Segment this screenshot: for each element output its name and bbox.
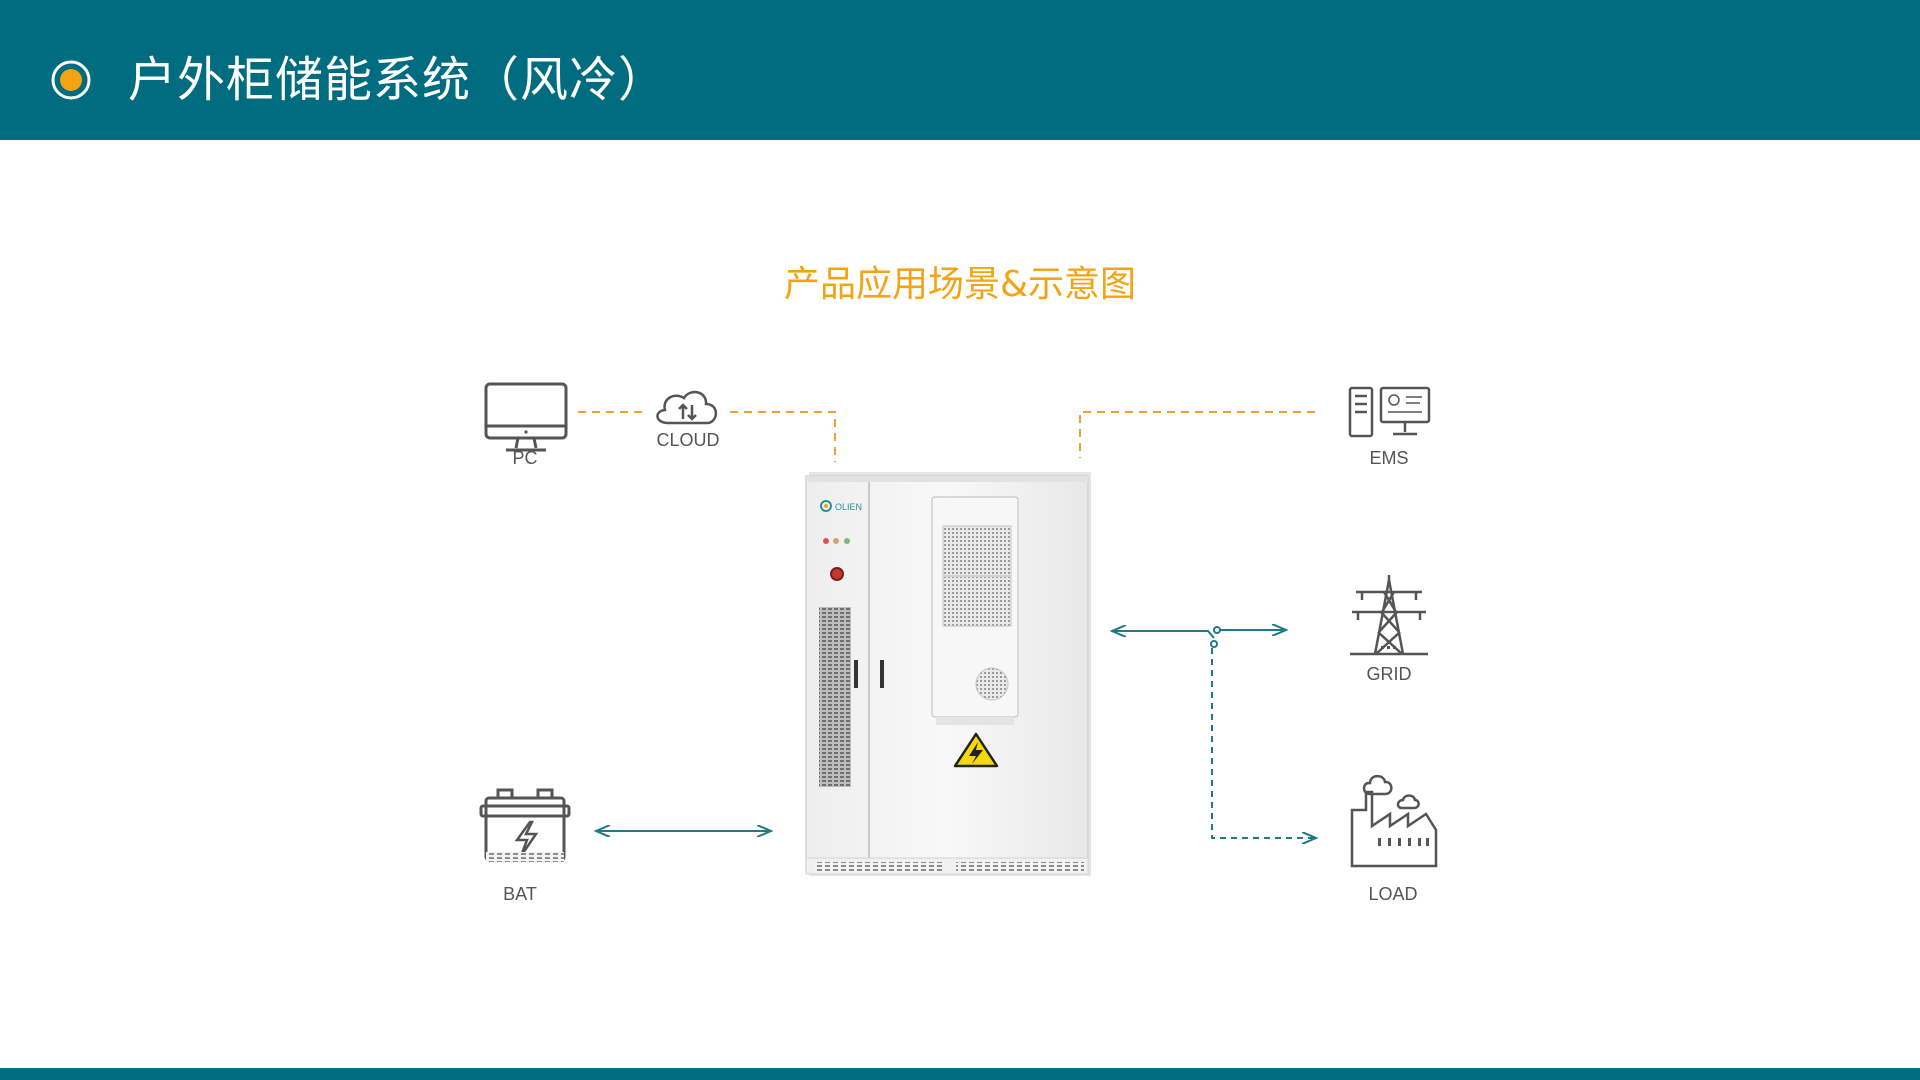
load-node: LOAD xyxy=(1350,774,1438,904)
header-bar: 户外柜储能系统（风冷） xyxy=(0,0,1920,140)
monitor-icon xyxy=(484,382,568,452)
door-handle-right[interactable] xyxy=(880,660,884,688)
high-voltage-warning-icon xyxy=(953,732,999,768)
switch-load-line xyxy=(1211,648,1316,838)
factory-windows xyxy=(1378,838,1429,846)
bullet-icon xyxy=(51,60,91,100)
battery-icon xyxy=(479,788,571,862)
door-grille xyxy=(819,607,851,787)
grid-node: GRID xyxy=(1350,575,1428,684)
communication-lines xyxy=(578,411,1315,462)
emergency-stop-button[interactable] xyxy=(830,567,844,581)
energy-storage-cabinet: OLIEN xyxy=(805,472,1091,876)
cabinet-brand: OLIEN xyxy=(835,502,862,512)
indicator-green xyxy=(844,538,850,544)
pc-label: PC xyxy=(512,448,537,468)
diagram-subtitle: 产品应用场景&示意图 xyxy=(783,264,1137,305)
base-vent-right xyxy=(956,862,1084,872)
cabinet-logo: OLIEN xyxy=(820,500,862,512)
ems-workstation-icon xyxy=(1348,386,1431,438)
pc-node: PC xyxy=(484,382,568,468)
ems-node: EMS xyxy=(1348,386,1431,468)
indicator-orange xyxy=(833,538,839,544)
door-handle-left[interactable] xyxy=(854,660,858,688)
battery-base-vent xyxy=(486,852,564,862)
base-vent-left xyxy=(814,862,942,872)
cloud-sync-icon xyxy=(656,390,718,425)
cabinet-switch-line xyxy=(1112,631,1215,639)
indicator-lights xyxy=(823,538,850,544)
bat-node: BAT xyxy=(479,788,571,904)
switch-contact-bottom xyxy=(1210,640,1218,648)
power-lines xyxy=(596,627,1316,838)
ems-label: EMS xyxy=(1369,448,1408,468)
page-title: 户外柜储能系统（风冷） xyxy=(128,52,668,108)
cloud-cabinet-line xyxy=(730,411,836,462)
bat-label: BAT xyxy=(503,884,537,904)
ac-fan-vent xyxy=(975,667,1009,701)
footer-bar xyxy=(0,1068,1920,1080)
power-tower-icon xyxy=(1350,575,1428,656)
ac-drain-tray xyxy=(936,717,1014,725)
load-label: LOAD xyxy=(1368,884,1417,904)
factory-icon xyxy=(1350,774,1438,868)
cloud-label: CLOUD xyxy=(656,430,719,450)
cabinet-top-rim xyxy=(806,476,1088,482)
ems-cabinet-line xyxy=(1079,411,1315,458)
grid-label: GRID xyxy=(1367,664,1412,684)
indicator-red xyxy=(823,538,829,544)
tower-base-dots xyxy=(1381,646,1396,649)
switch-contact-top xyxy=(1213,626,1221,634)
cloud-node: CLOUD xyxy=(656,390,720,450)
